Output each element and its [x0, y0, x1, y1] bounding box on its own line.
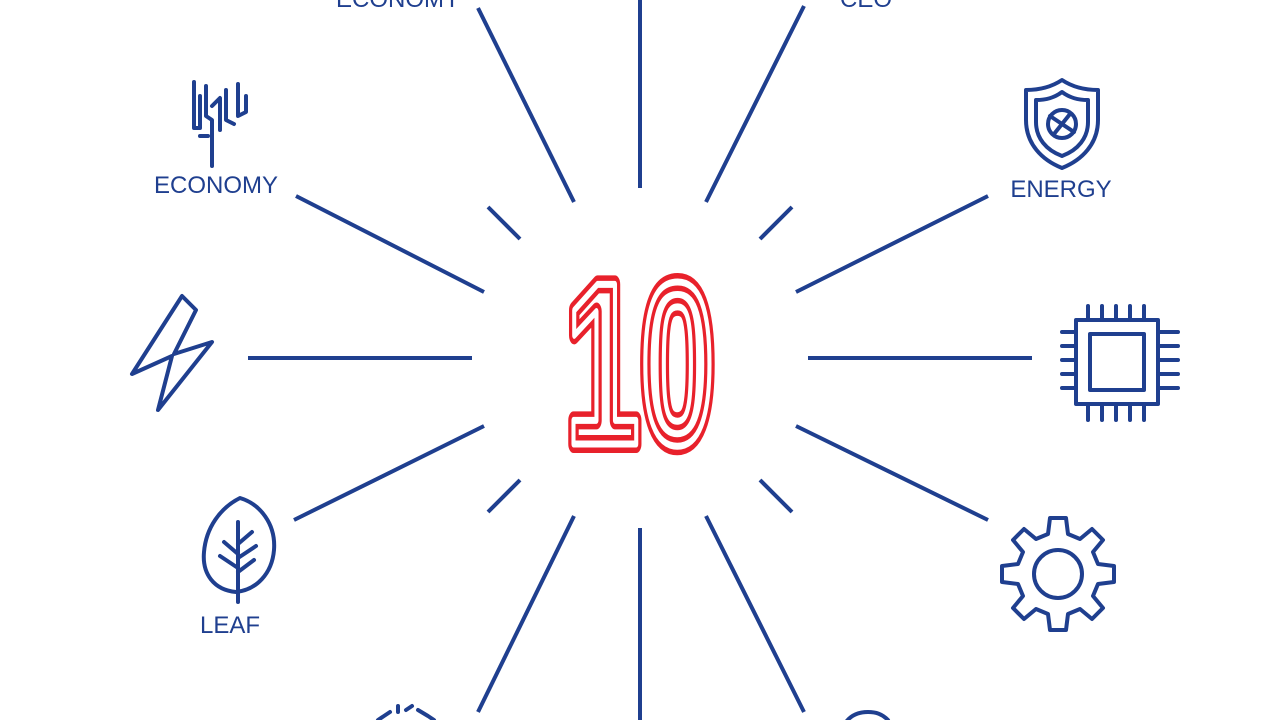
leaf-icon [198, 494, 280, 606]
label-energy: ENERGY [1010, 176, 1112, 203]
center-number-inner: 10 [565, 248, 715, 464]
ray-lower-left [293, 424, 485, 522]
center-number-outer: 10 [565, 248, 715, 464]
lightning-bolt-icon [126, 292, 218, 416]
bottom-left-partial-icon [372, 702, 442, 720]
label-economy: ECONOMY [153, 172, 279, 199]
ray-bottom-right-long [704, 515, 806, 713]
microchip-icon [1058, 302, 1184, 426]
bottom-right-partial-icon [842, 708, 892, 720]
label-leaf: LEAF [199, 612, 261, 639]
label-top-left-partial: ECONOMY [336, 0, 460, 14]
center-number: 10 10 [556, 248, 724, 464]
ray-bottom-left-long [476, 515, 576, 713]
ray-upper-left [295, 194, 485, 294]
label-top-right-partial: CEO [840, 0, 892, 14]
bars-chart-icon [186, 76, 258, 172]
ray-upper-right [795, 194, 989, 294]
ray-top-left-long [476, 7, 576, 203]
ray-top-right-short [758, 205, 794, 241]
shield-icon [1022, 76, 1102, 172]
ray-lower-right [795, 424, 989, 522]
ray-bottom-right-short [758, 478, 794, 514]
ray-top-right-long [704, 5, 806, 203]
gear-icon [996, 512, 1120, 636]
ray-bottom-left-short [486, 478, 522, 514]
ray-top-left-short [486, 205, 522, 241]
